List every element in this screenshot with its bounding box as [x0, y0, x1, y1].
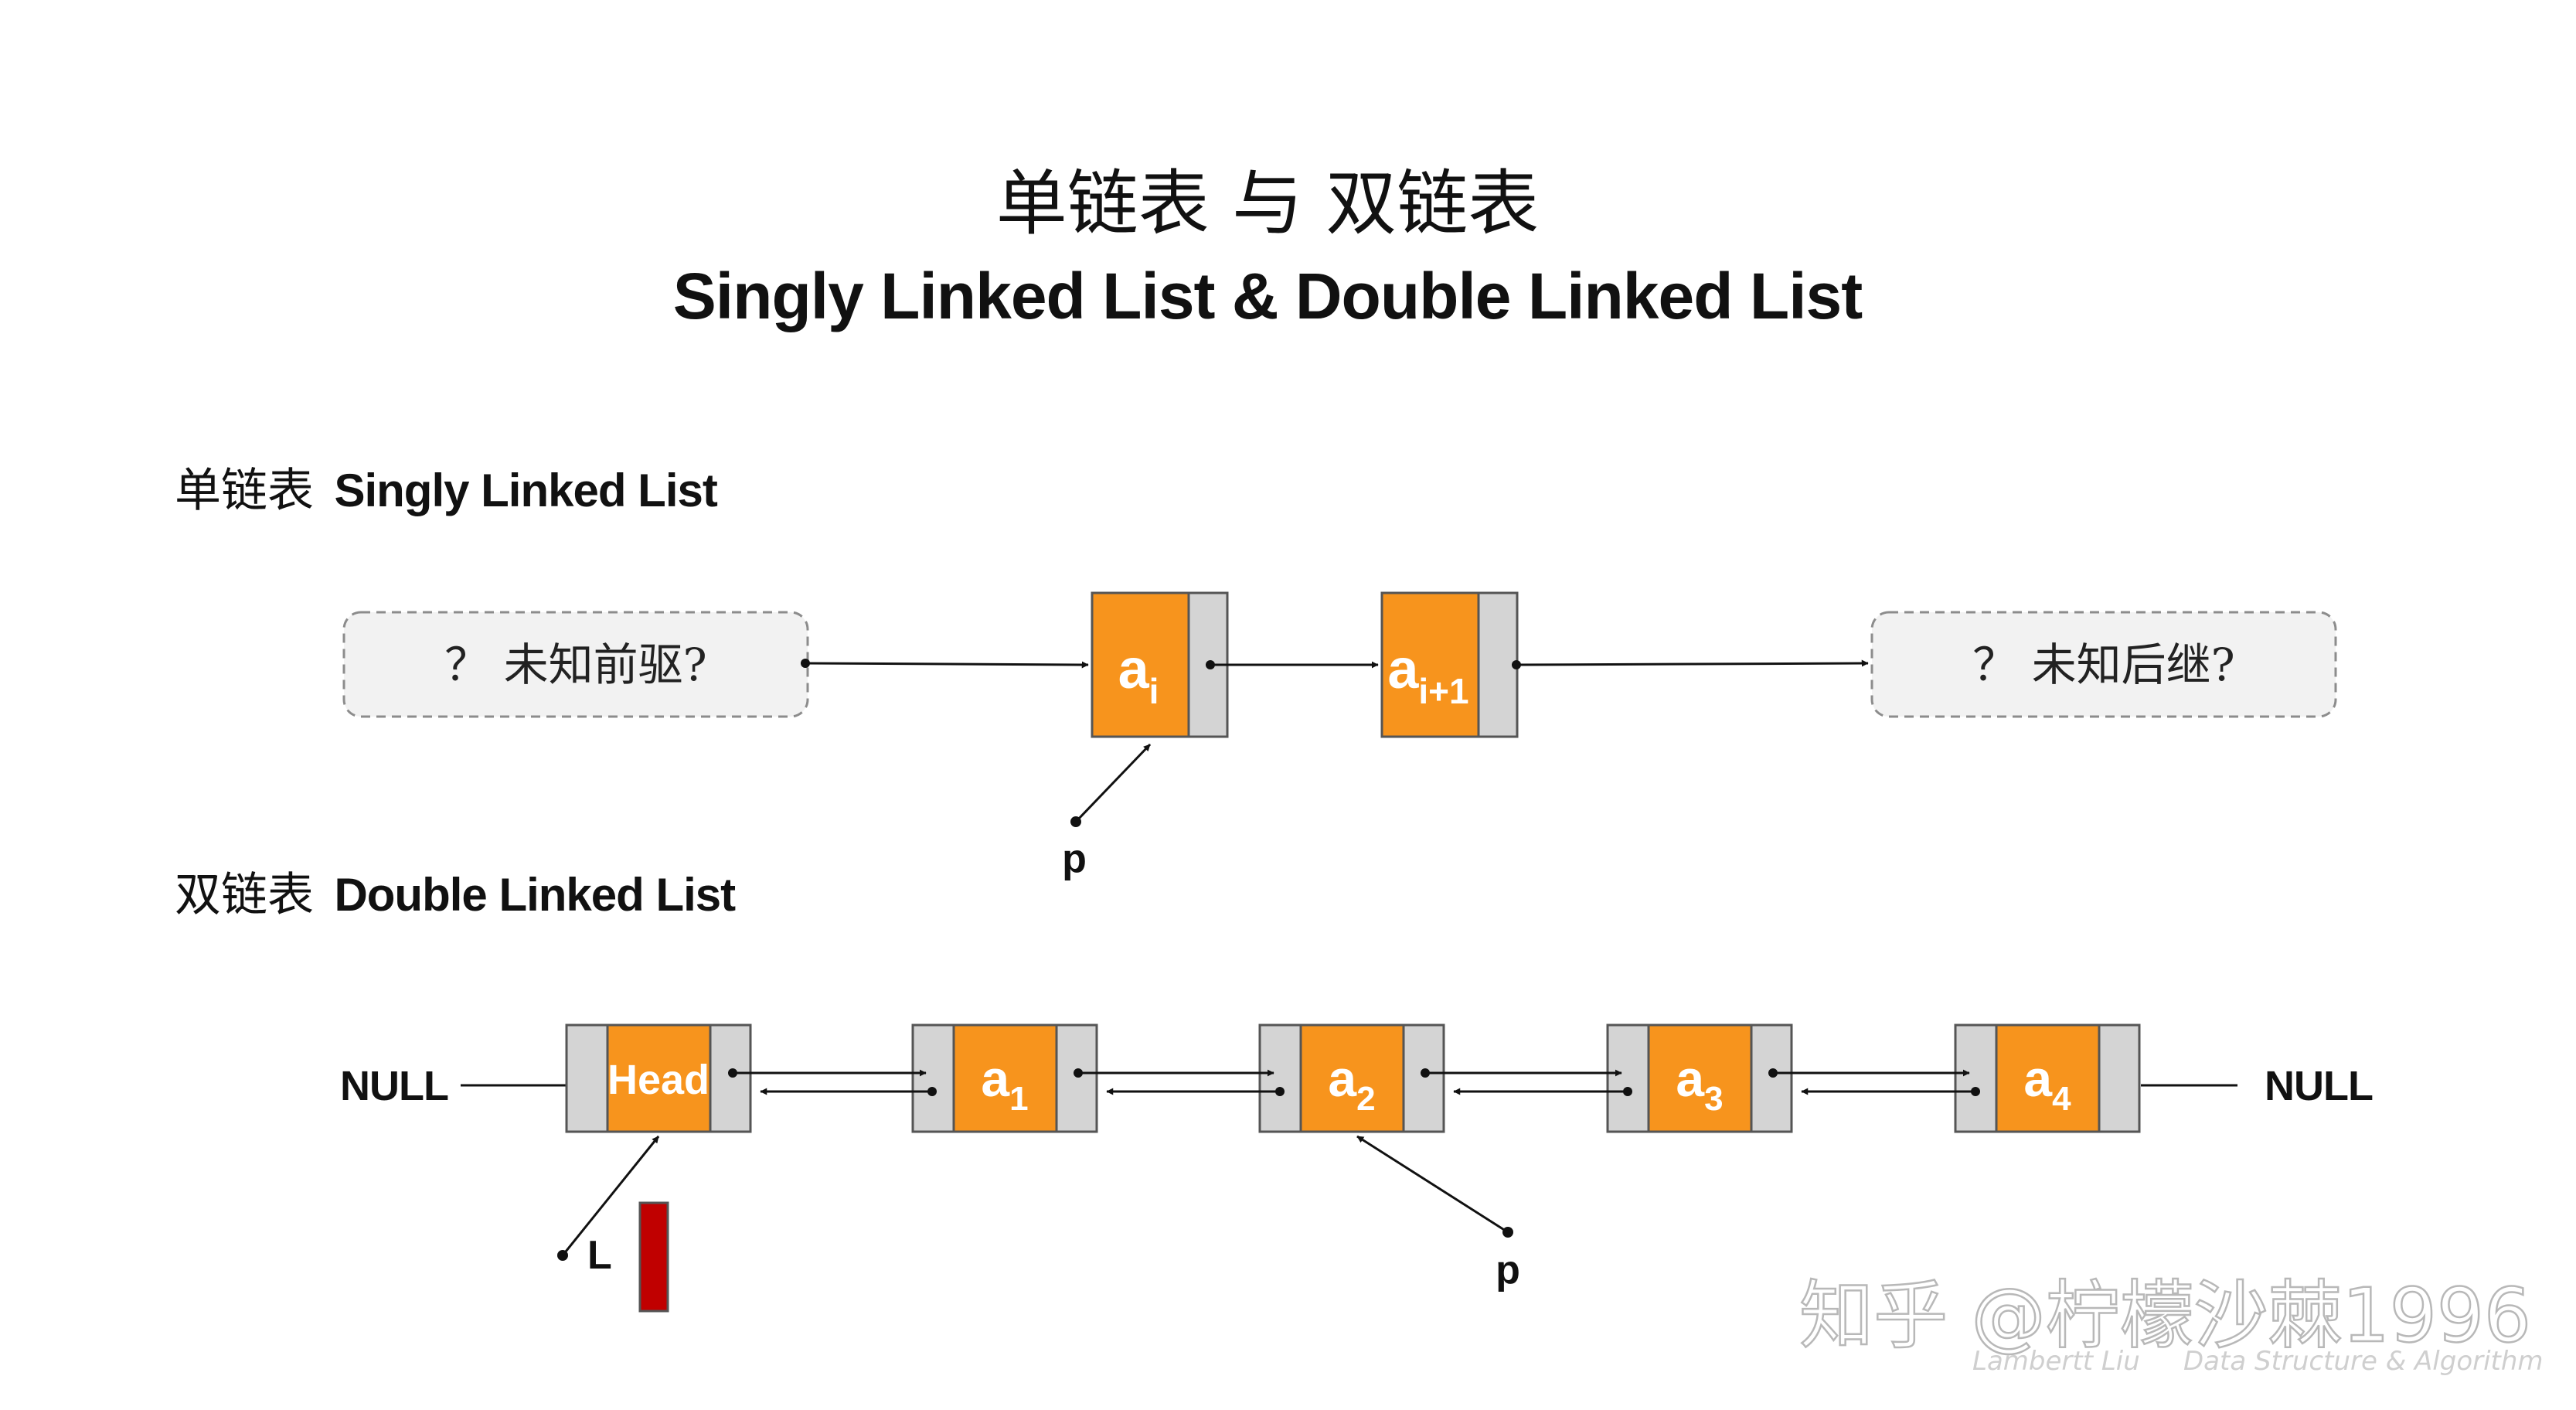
null-left-label: NULL: [340, 1063, 448, 1109]
doubly-node-a2-next: [1402, 1023, 1445, 1133]
doubly-node-a2-label: a2: [1328, 1050, 1375, 1118]
doubly-heading: 双链表 Double Linked List: [175, 868, 736, 922]
doubly-node-a2-data: [1299, 1023, 1405, 1133]
doubly-node-a2: a2: [1258, 1023, 1445, 1133]
doubly-node-a1-label: a1: [981, 1050, 1028, 1118]
head-node-label: Head: [607, 1057, 710, 1103]
singly-arrows: [801, 659, 1869, 669]
doubly-node-a3-next: [1750, 1023, 1793, 1133]
singly-node-ai-data: [1091, 591, 1190, 738]
singly-heading-en: Singly Linked List: [334, 465, 717, 516]
singly-pointer-label: p: [1062, 836, 1087, 881]
unknown-predecessor-label: ？ 未知前驱?: [444, 639, 707, 691]
singly-node-ai1: ai+1: [1380, 591, 1519, 738]
doubly-node-a1-prev: [911, 1023, 955, 1133]
doubly-heading-en: Double Linked List: [334, 869, 736, 921]
doubly-node-a4-prev: [1954, 1023, 1998, 1133]
unknown-predecessor-box: [342, 611, 809, 718]
doubly-pointer-label: p: [1496, 1248, 1520, 1292]
unknown-successor-box: [1870, 611, 2337, 718]
main-title-cn: 单链表 与 双链表: [996, 162, 1540, 245]
main-title-en: Singly Linked List & Double Linked List: [673, 260, 1862, 332]
doubly-node-a1: a1: [911, 1023, 1098, 1133]
head-pointer-label: L: [587, 1233, 612, 1278]
doubly-node-a1-data: [952, 1023, 1058, 1133]
singly-node-ai1-next: [1477, 591, 1519, 738]
watermark: 知乎 @柠檬沙棘1996 Lambertt Liu Data Structure…: [1798, 1272, 2544, 1377]
doubly-node-a3-prev: [1606, 1023, 1650, 1133]
doubly-node-a4: a4: [1954, 1023, 2141, 1133]
singly-node-ai1-data: [1380, 591, 1480, 738]
doubly-heading-cn: 双链表: [175, 868, 314, 922]
doubly-node-a1-next: [1055, 1023, 1098, 1133]
doubly-node-a3-data: [1647, 1023, 1753, 1133]
doubly-node-a2-prev: [1258, 1023, 1302, 1133]
unknown-successor-label: ？ 未知后继?: [1972, 639, 2235, 691]
null-right-label: NULL: [2265, 1063, 2373, 1109]
doubly-node-a3-label: a3: [1676, 1050, 1723, 1118]
doubly-node-a4-data: [1995, 1023, 2101, 1133]
head-node: Head: [565, 1023, 752, 1133]
doubly-arrows: [728, 1068, 1980, 1096]
head-node-next: [709, 1023, 752, 1133]
singly-pointer-p: p: [1062, 743, 1152, 881]
doubly-node-a4-next: [2098, 1023, 2141, 1133]
doubly-pointer-p: p: [1356, 1135, 1520, 1292]
watermark-author: Lambertt Liu: [1972, 1346, 2140, 1377]
singly-heading: 单链表 Singly Linked List: [175, 464, 718, 518]
singly-heading-cn: 单链表: [175, 464, 314, 518]
watermark-subtitle: Data Structure & Algorithm: [2183, 1346, 2544, 1377]
singly-node-ai: ai: [1091, 591, 1229, 738]
singly-node-ai-label: ai: [1118, 639, 1159, 711]
doubly-node-a4-label: a4: [2023, 1050, 2071, 1118]
head-marker-bar: [638, 1201, 669, 1313]
watermark-main: 知乎 @柠檬沙棘1996: [1799, 1272, 2531, 1359]
singly-node-ai1-label: ai+1: [1387, 639, 1468, 711]
head-node-prev: [565, 1023, 609, 1133]
doubly-node-a3: a3: [1606, 1023, 1793, 1133]
head-pointer-l: L: [557, 1136, 669, 1313]
